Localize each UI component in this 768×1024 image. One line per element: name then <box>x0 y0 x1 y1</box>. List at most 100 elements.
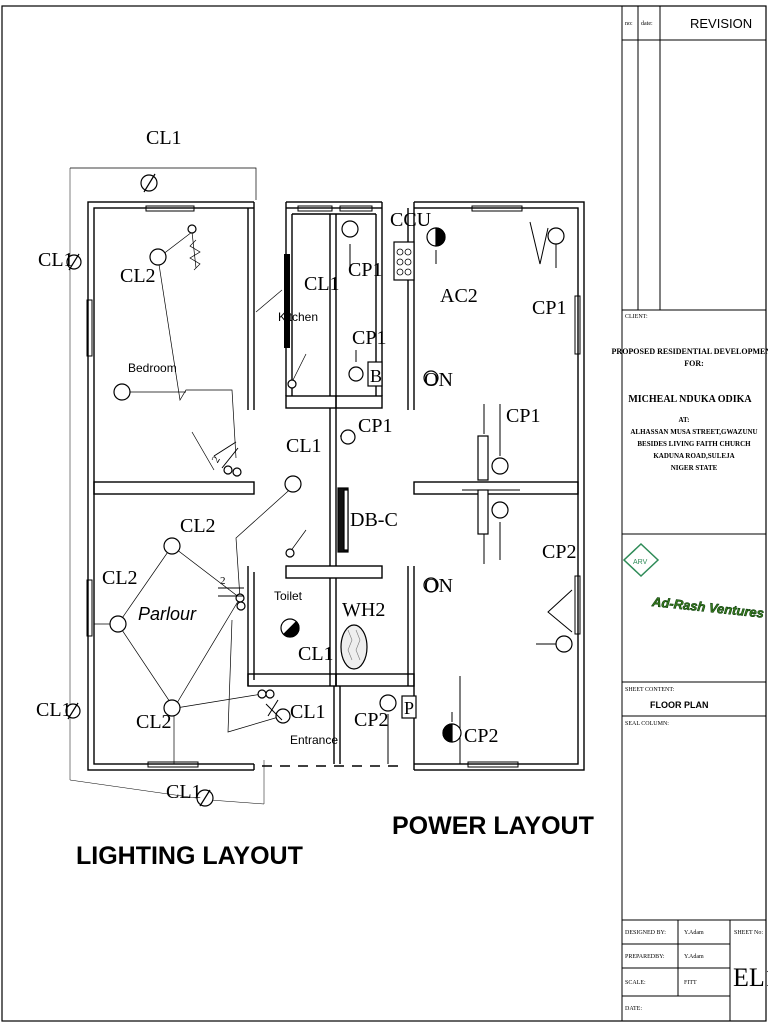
client-addr3: KADUNA ROAD,SULEJA <box>653 452 734 460</box>
client-section: CLIENT: PROPOSED RESIDENTIAL DEVELOPMENT… <box>612 314 768 472</box>
lighting-layout-title: LIGHTING LAYOUT <box>76 842 303 870</box>
label-cp1: CP1 <box>348 259 382 281</box>
label-cl2: CL2 <box>120 265 156 287</box>
socket-cp1-room <box>547 227 565 245</box>
label-cl2: CL2 <box>136 711 172 733</box>
company-logo: ARV Ad-Rash Ventures <box>622 542 765 621</box>
ceiling-light-cl1-entrance <box>275 708 291 724</box>
label-cp2: CP2 <box>464 725 498 747</box>
sheet-content: SHEET CONTENT: FLOOR PLAN SEAL COLUMN: <box>625 687 709 727</box>
label-cp2: CP2 <box>354 709 388 731</box>
prepared-by-label: PREPAREDBY: <box>625 954 665 960</box>
cp2-outlet-bottom <box>442 723 462 743</box>
title-block-rows: DESIGNED BY: Y.Adam PREPAREDBY: Y.Adam S… <box>625 930 768 1012</box>
logo-badge: ARV <box>633 559 648 566</box>
db-c-panel-inner <box>343 489 349 551</box>
room-parlour: Parlour <box>138 604 197 624</box>
label-cp1: CP1 <box>358 415 392 437</box>
ceiling-light-cl2-bedroom <box>149 248 167 266</box>
revision-date-label: date: <box>641 21 653 27</box>
client-line2: FOR: <box>684 359 704 368</box>
label-cl1: CL1 <box>38 249 74 271</box>
socket-cp1-mid-top <box>491 457 509 475</box>
socket-on-bottom <box>423 577 439 593</box>
label-cp1: CP1 <box>506 405 540 427</box>
client-addr4: NIGER STATE <box>671 464 718 472</box>
kitchen-fluorescent <box>284 254 290 348</box>
label-cp1: CP1 <box>352 327 386 349</box>
socket-on-top <box>423 370 439 386</box>
bedroom-light <box>113 383 131 401</box>
fan-pull-bedroom <box>187 224 197 234</box>
label-b: B <box>370 366 382 386</box>
switch-marks <box>189 239 283 721</box>
client-label: CLIENT: <box>625 314 648 320</box>
ceiling-light-cl2-parlour-left <box>109 615 127 633</box>
sheet-no-value: EL1 <box>733 963 768 992</box>
room-labels: Bedroom Kitchen Parlour Toilet Entrance <box>128 310 338 747</box>
sheet-content-value: FLOOR PLAN <box>650 700 709 710</box>
client-at: AT: <box>678 416 689 424</box>
label-cl1: CL1 <box>298 643 334 665</box>
label-on: ON <box>424 575 453 597</box>
power-layout-title: POWER LAYOUT <box>392 812 594 840</box>
switch-dot-6 <box>265 689 275 699</box>
box-b <box>367 361 383 387</box>
socket-cp1-kitchen-top <box>341 220 359 238</box>
label-cl1: CL1 <box>290 701 326 723</box>
ccu-dots <box>396 248 412 276</box>
ac2-outlet <box>426 227 446 247</box>
socket-block-top <box>477 435 489 481</box>
ceiling-light-cl2-parlour-top <box>163 537 181 555</box>
socket-cp1-corridor <box>340 429 356 445</box>
sheet-no-label: SHEET No: <box>734 930 763 936</box>
label-ac2: AC2 <box>440 285 478 307</box>
label-ccu: CCU <box>390 209 432 231</box>
revision-header: no: date: REVISION <box>625 16 752 31</box>
label-cl1: CL1 <box>286 435 322 457</box>
label-wh2: WH2 <box>342 599 385 621</box>
socket-cp2-entrance <box>379 694 397 712</box>
label-cp2: CP2 <box>542 541 576 563</box>
ceiling-light-cl1-hall <box>284 475 302 493</box>
light-fixtures <box>65 173 302 807</box>
toilet-light-cl1 <box>280 618 300 638</box>
label-cl2: CL2 <box>102 567 138 589</box>
box-p <box>401 695 417 719</box>
client-addr1: ALHASSAN MUSA STREET,GWAZUNU <box>630 428 757 436</box>
scale-value: FITT <box>684 980 697 986</box>
floor-plan <box>86 200 585 772</box>
room-kitchen: Kitchen <box>278 310 318 324</box>
switch-dot-3 <box>235 593 245 603</box>
title-block <box>621 5 767 1022</box>
room-toilet: Toilet <box>274 589 303 603</box>
label-cl1: CL1 <box>166 781 202 803</box>
water-heater-wh2 <box>340 624 368 670</box>
revision-no-label: no: <box>625 21 633 27</box>
ceiling-light-cl2-parlour-bottom <box>163 699 181 717</box>
switch-dot-2 <box>232 467 242 477</box>
label-cp1: CP1 <box>532 297 566 319</box>
lighting-wiring <box>69 167 307 805</box>
label-cl1: CL1 <box>36 699 72 721</box>
label-db-c: DB-C <box>350 509 398 531</box>
label-cl2: CL2 <box>180 515 216 537</box>
kitchen-switch <box>287 379 297 389</box>
windows <box>86 205 581 768</box>
seal-column-label: SEAL COLUMN: <box>625 721 669 727</box>
room-entrance: Entrance <box>290 733 338 747</box>
client-line1: PROPOSED RESIDENTIAL DEVELOPMENT <box>612 347 768 356</box>
label-switch-2: 2 <box>220 575 226 587</box>
sheet-content-label: SHEET CONTENT: <box>625 687 675 693</box>
label-switch-2: 2 <box>210 454 223 465</box>
date-label: DATE: <box>625 1006 642 1012</box>
designed-by-label: DESIGNED BY: <box>625 930 666 936</box>
designed-by-value: Y.Adam <box>684 930 704 936</box>
room-bedroom: Bedroom <box>128 361 177 375</box>
client-name: MICHEAL NDUKA ODIKA <box>628 394 752 405</box>
label-cl1: CL1 <box>304 273 340 295</box>
label-cl1: CL1 <box>146 127 182 149</box>
ccu-box <box>393 241 415 281</box>
socket-cp2-right <box>555 635 573 653</box>
